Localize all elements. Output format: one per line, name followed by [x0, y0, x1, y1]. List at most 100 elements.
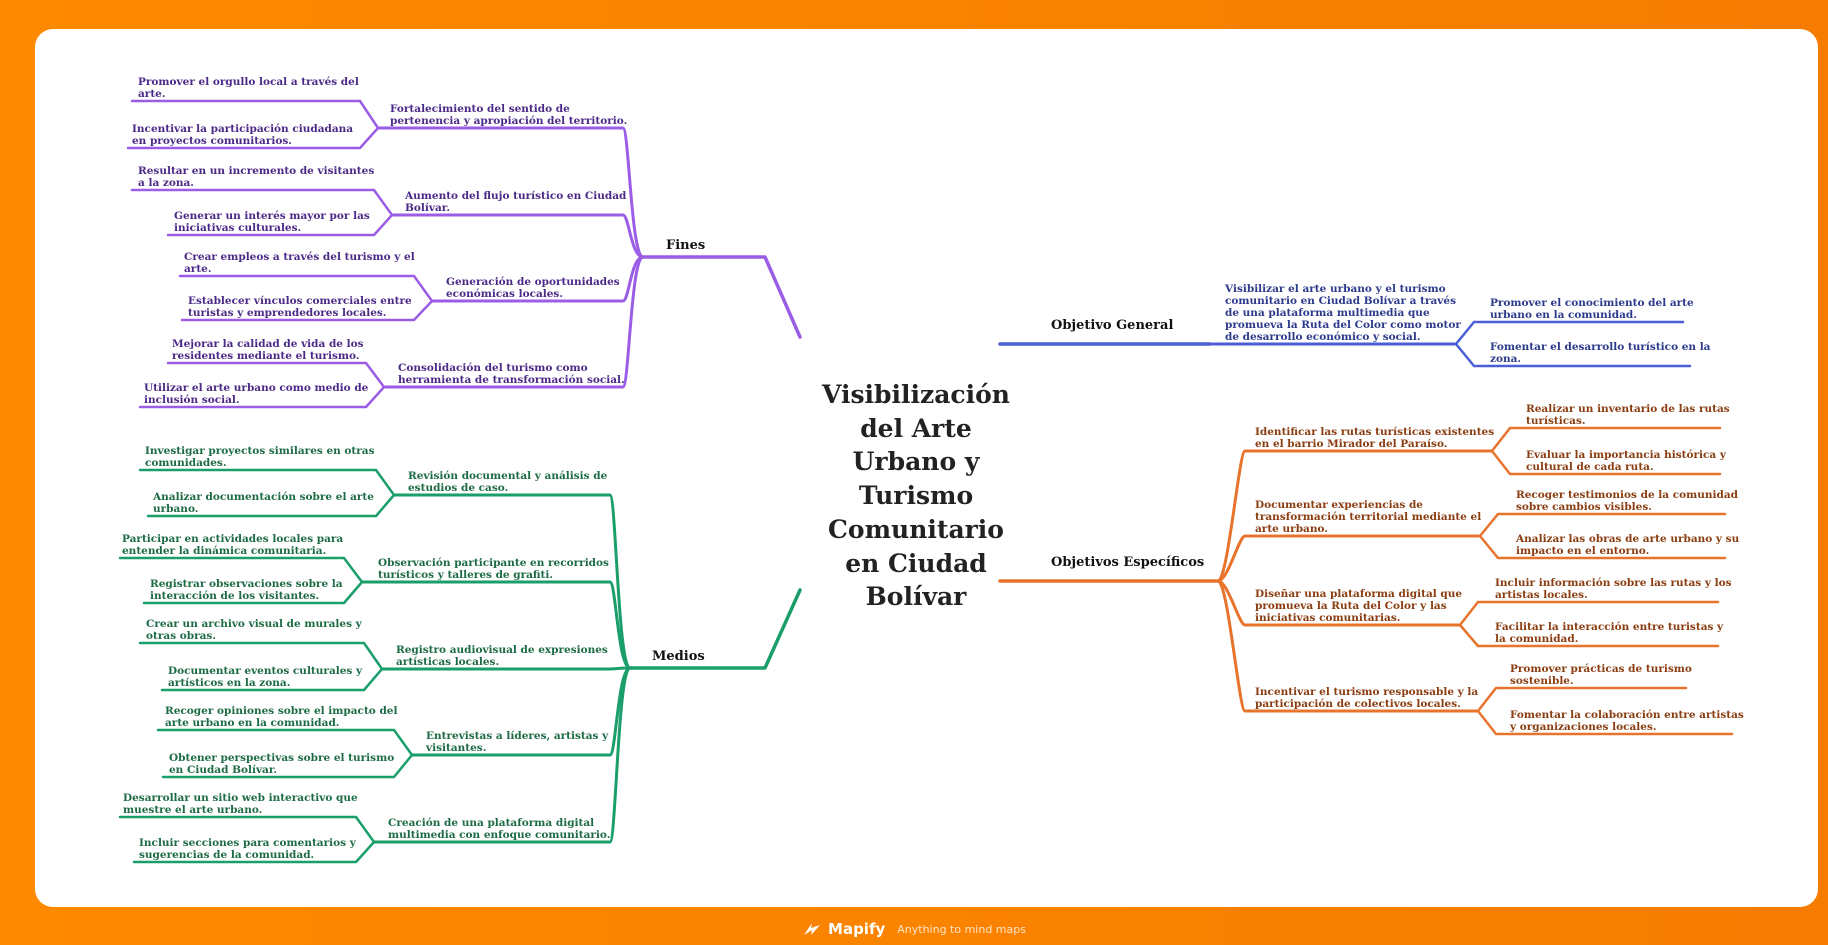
- general-subtopic-line: Fomentar el desarrollo turístico en la: [1490, 341, 1711, 353]
- fines-sub-connector: [180, 299, 434, 322]
- especificos-topic-line: transformación territorial mediante el: [1255, 511, 1482, 523]
- fines-topic-line: Bolívar.: [405, 202, 450, 214]
- fines-subtopic-line: Utilizar el arte urbano como medio de: [144, 382, 369, 394]
- especificos-subtopic-line: y organizaciones locales.: [1510, 721, 1657, 733]
- medios-subtopic-line: muestre el arte urbano.: [123, 804, 263, 816]
- medios-sub-connector: [118, 815, 376, 844]
- fines-subtopic-line: en proyectos comunitarios.: [132, 135, 292, 147]
- especificos-sub-connector: [1458, 600, 1720, 627]
- fines-subtopic-line: arte.: [138, 88, 166, 100]
- general-subtopic-line: zona.: [1490, 353, 1522, 365]
- mapify-logo-icon: [804, 923, 821, 935]
- mindmap-connectors: [118, 99, 1734, 864]
- especificos-topic-line: Incentivar el turismo responsable y la: [1255, 686, 1479, 698]
- fines-subtopic-line: iniciativas culturales.: [174, 222, 302, 234]
- medios-sub-connector: [138, 641, 384, 671]
- fines-subtopic-line: inclusión social.: [144, 394, 240, 406]
- medios-topic-line: Registro audiovisual de expresiones: [396, 644, 608, 656]
- medios-connector: [392, 493, 632, 670]
- central-topic-line: en Ciudad: [845, 548, 987, 578]
- fines-connector: [390, 213, 645, 259]
- central-topic-line: Turismo: [858, 481, 974, 511]
- especificos-subtopic-line: cultural de cada ruta.: [1526, 461, 1654, 473]
- medios-sub-connector: [160, 667, 384, 692]
- especificos-subtopic-line: Fomentar la colaboración entre artistas: [1510, 709, 1744, 721]
- medios-subtopic-line: urbano.: [153, 503, 199, 515]
- footer-brand: Mapify: [828, 920, 886, 938]
- especificos-topic-line: arte urbano.: [1255, 523, 1328, 535]
- medios-subtopic-line: Crear un archivo visual de murales y: [146, 618, 362, 630]
- general-topic-line: comunitario en Ciudad Bolívar a través: [1225, 295, 1456, 307]
- central-topic-line: Visibilización: [822, 380, 1010, 409]
- fines-sub-connector: [166, 361, 386, 389]
- medios-topic-line: visitantes.: [426, 742, 487, 754]
- central-topic-line: Comunitario: [828, 514, 1004, 544]
- general-subtopic-line: urbano en la comunidad.: [1490, 309, 1637, 321]
- fines-sub-connector: [130, 188, 394, 217]
- especificos-topic-line: en el barrio Mirador del Paraíso.: [1255, 438, 1448, 450]
- especificos-subtopic-line: Facilitar la interacción entre turistas …: [1495, 621, 1724, 633]
- medios-topic-line: Observación participante en recorridos: [378, 557, 609, 569]
- fines-sub-connector: [126, 126, 380, 150]
- especificos-topic-line: Identificar las rutas turísticas existen…: [1255, 426, 1495, 438]
- medios-sub-connector: [118, 556, 364, 584]
- especificos-subtopic-line: Realizar un inventario de las rutas: [1526, 403, 1730, 415]
- medios-subtopic-line: Incluir secciones para comentarios y: [139, 837, 356, 849]
- especificos-subtopic-line: impacto en el entorno.: [1516, 545, 1650, 557]
- fines-connector: [382, 255, 645, 389]
- especificos-subtopic: Facilitar la interacción entre turistas …: [1495, 621, 1723, 645]
- medios-subtopic-line: Participar en actividades locales para: [122, 533, 344, 545]
- medios-subtopic-line: Investigar proyectos similares en otras: [145, 445, 375, 457]
- fines-topic-line: económicas locales.: [446, 288, 564, 300]
- medios-topic-line: Creación de una plataforma digital: [388, 817, 595, 829]
- general-topic-line: promueva la Ruta del Color como motor: [1225, 319, 1461, 331]
- medios-subtopic-line: otras obras.: [146, 630, 217, 642]
- medios-subtopic-line: arte urbano en la comunidad.: [165, 717, 340, 729]
- fines-sub-connector: [178, 274, 434, 303]
- medios-sub-connector: [146, 493, 396, 518]
- fines-subtopic-line: Resultar en un incremento de visitantes: [138, 165, 375, 177]
- fines-topic-line: Consolidación del turismo como: [398, 362, 588, 374]
- footer: Mapify Anything to mind maps: [0, 915, 1828, 943]
- medios-subtopic-line: Analizar documentación sobre el arte: [153, 491, 374, 503]
- fines-subtopic-line: Generar un interés mayor por las: [174, 210, 370, 222]
- fines-main-connector: [641, 255, 802, 339]
- fines-sub-connector: [138, 385, 386, 409]
- especificos-sub-connector: [1478, 512, 1727, 538]
- fines-subtopic-line: turistas y emprendedores locales.: [188, 307, 387, 319]
- fines-subtopic-line: Promover el orgullo local a través del: [138, 76, 359, 88]
- medios-subtopic-line: sugerencias de la comunidad.: [139, 849, 315, 861]
- fines-branch-label: Fines: [666, 238, 706, 253]
- especificos-subtopic-line: artistas locales.: [1495, 589, 1588, 601]
- especificos-sub-connector: [1490, 426, 1722, 453]
- especificos-topic-line: Diseñar una plataforma digital que: [1255, 588, 1463, 600]
- general-topic-line: de una plataforma multimedia que: [1225, 307, 1430, 319]
- especificos-sub-connector: [1476, 709, 1734, 736]
- central-topic-line: Urbano y: [852, 447, 980, 477]
- fines-sub-connector: [166, 213, 394, 237]
- especificos-connector: [1216, 449, 1494, 583]
- medios-connector: [372, 666, 632, 844]
- central-topic: Visibilización del Arte Urbano y Turismo…: [801, 378, 1031, 614]
- medios-subtopic-line: Obtener perspectivas sobre el turismo: [169, 752, 395, 764]
- fines-subtopic-line: Crear empleos a través del turismo y el: [184, 251, 415, 263]
- footer-tagline: Anything to mind maps: [897, 922, 1026, 936]
- medios-subtopic-line: artísticos en la zona.: [168, 677, 291, 689]
- especificos-sub-connector: [1490, 449, 1722, 476]
